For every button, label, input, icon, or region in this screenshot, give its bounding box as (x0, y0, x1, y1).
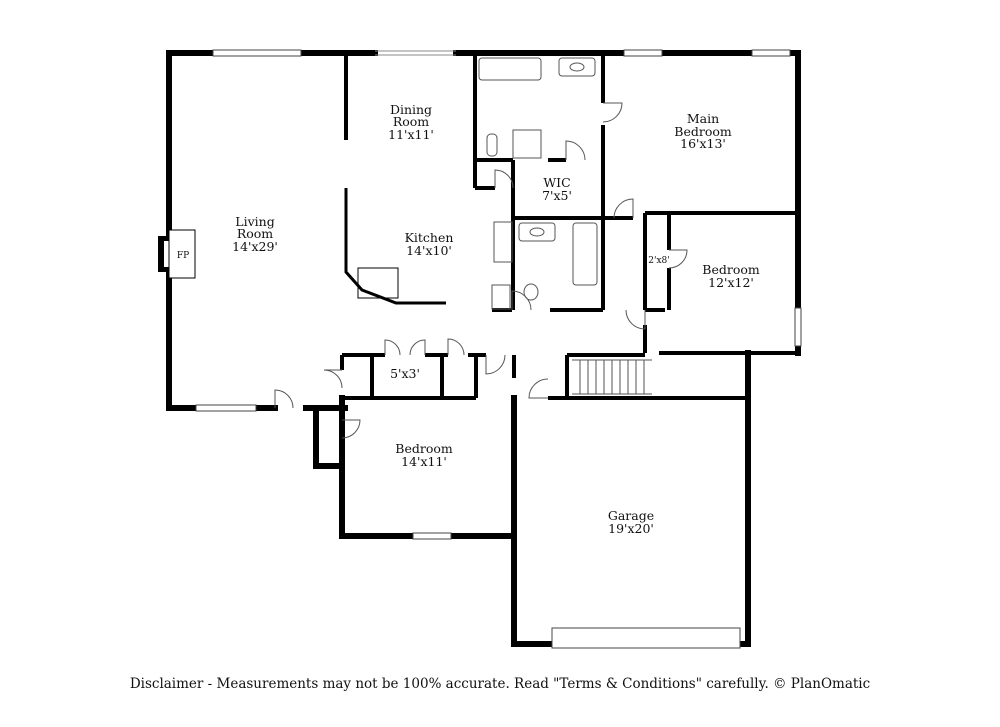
kitchen-size: 14'x10' (406, 243, 452, 258)
room-labels: Living Room 14'x29' Dining Room 11'x11' … (232, 102, 760, 536)
interior-walls (340, 53, 798, 400)
bedroom-3-size: 14'x11' (401, 454, 447, 469)
garage-size: 19'x20' (608, 521, 654, 536)
wic-size: 7'x5' (542, 188, 572, 203)
bedroom-3-label: Bedroom (395, 441, 453, 456)
fridge-icon (491, 284, 511, 310)
windows (195, 49, 802, 649)
main-bedroom-size: 16'x13' (680, 136, 726, 151)
hall-closet-size: 5'x3' (390, 366, 420, 381)
wic-label: WIC (543, 175, 570, 190)
exterior-walls (166, 50, 801, 647)
main-bedroom-label-2: Bedroom (674, 124, 732, 139)
bathtub-icon (478, 57, 542, 81)
range-icon (493, 221, 513, 263)
main-bedroom-label-1: Main (687, 111, 719, 126)
small-closet-size: 2'x8' (648, 256, 669, 266)
stairs (572, 359, 652, 395)
bedroom-2-size: 12'x12' (708, 275, 754, 290)
sink-icon-2 (518, 222, 556, 242)
bathtub-icon-2 (572, 222, 598, 286)
living-room-size: 14'x29' (232, 239, 278, 254)
kitchen-label: Kitchen (405, 230, 454, 245)
living-room-label-1: Living (235, 214, 274, 229)
dining-room-label-1: Dining (390, 102, 432, 117)
fireplace-label: FP (177, 251, 189, 261)
fixtures (478, 57, 598, 310)
dining-room-size: 11'x11' (388, 127, 434, 142)
living-room-label-2: Room (237, 226, 273, 241)
shower-icon (512, 129, 542, 159)
sink-icon (558, 57, 596, 77)
fireplace: FP (158, 229, 196, 279)
garage-label: Garage (608, 508, 654, 523)
disclaimer-text: Disclaimer - Measurements may not be 100… (129, 676, 871, 692)
bedroom-2-label: Bedroom (702, 262, 760, 277)
dining-room-label-2: Room (393, 114, 429, 129)
toilet-icon-2 (523, 283, 539, 301)
toilet-icon (486, 133, 498, 157)
doors (274, 102, 688, 439)
